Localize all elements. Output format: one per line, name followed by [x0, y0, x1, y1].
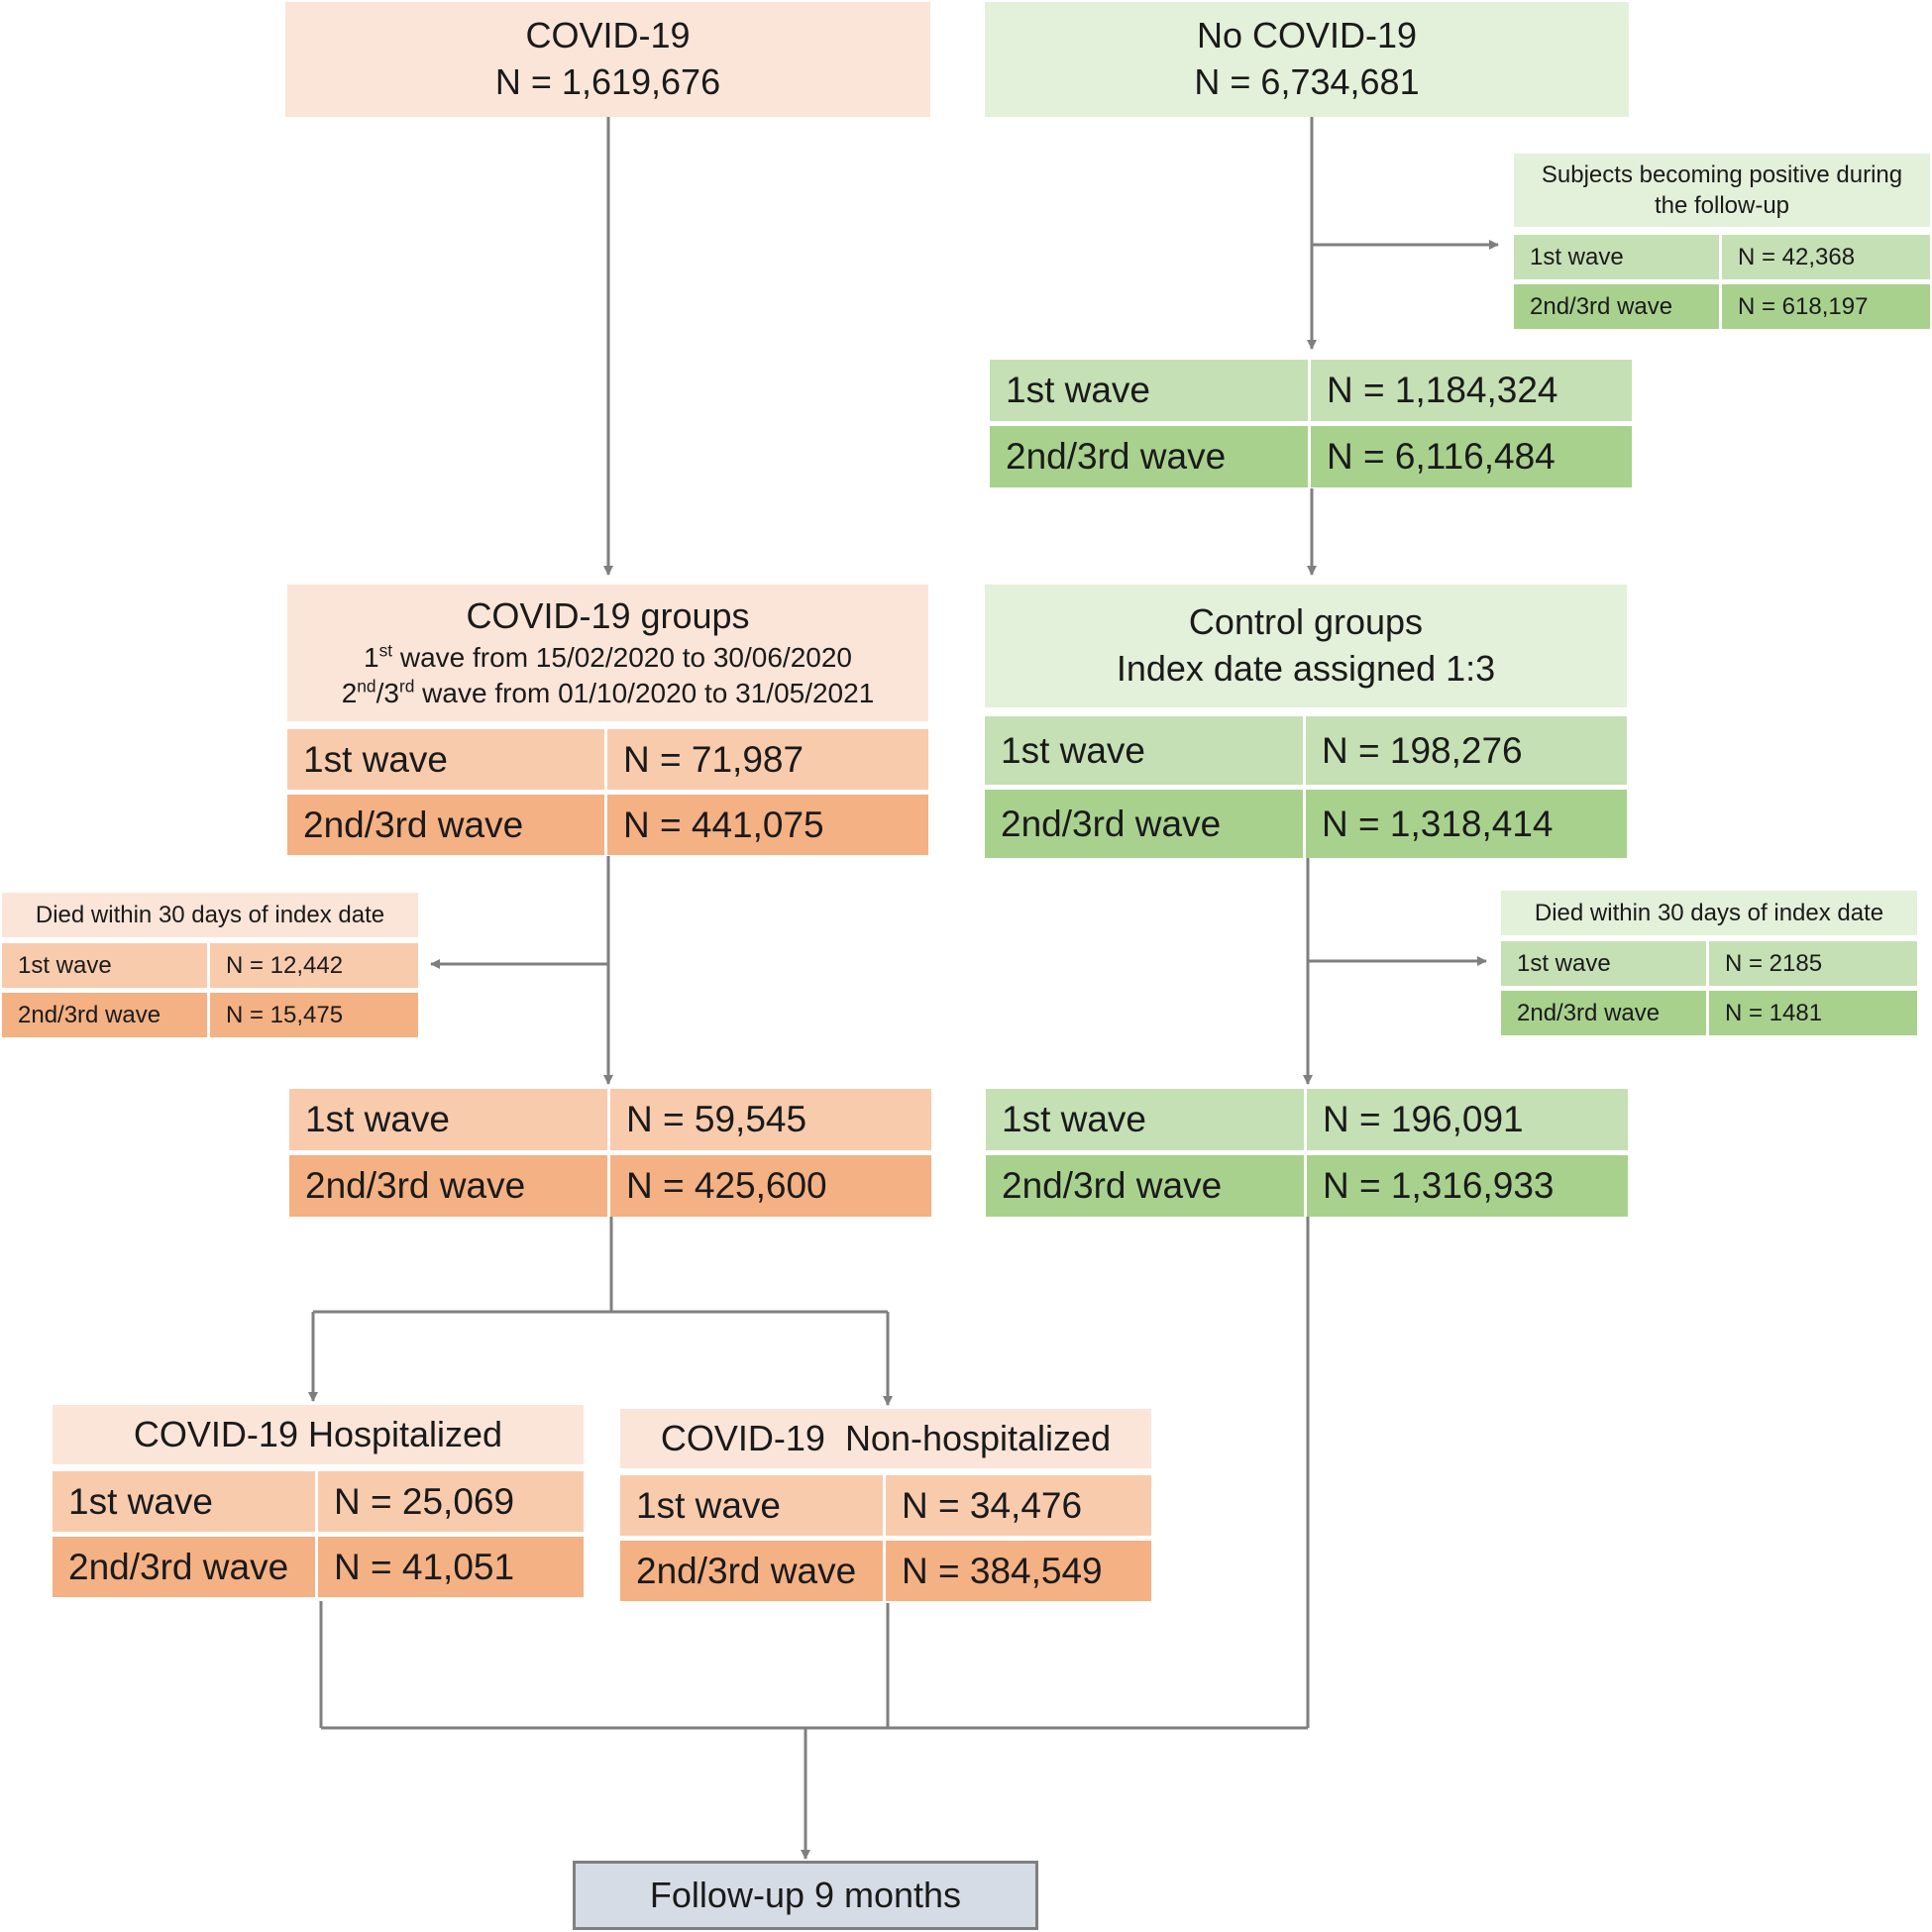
no-covid-waves-table: 1st wave N = 1,184,324 2nd/3rd wave N = … — [990, 355, 1632, 492]
non-hospitalized-table: 1st wave N = 34,476 2nd/3rd wave N = 384… — [620, 1470, 1151, 1606]
row-value: N = 2185 — [1709, 941, 1917, 986]
row-value: N = 425,600 — [610, 1155, 931, 1217]
row-value: N = 384,549 — [886, 1541, 1151, 1601]
control-groups-title: Control groups — [1188, 601, 1424, 643]
table-row: 2nd/3rd wave N = 15,475 — [2, 993, 418, 1037]
no-covid-box: No COVID-19 N = 6,734,681 — [985, 2, 1629, 117]
covid-groups-table: 1st wave N = 71,987 2nd/3rd wave N = 441… — [287, 724, 928, 860]
hospitalized-table: 1st wave N = 25,069 2nd/3rd wave N = 41,… — [53, 1466, 584, 1602]
row-label: 2nd/3rd wave — [1514, 284, 1722, 329]
row-label: 2nd/3rd wave — [990, 426, 1311, 487]
row-label: 1st wave — [1501, 941, 1709, 986]
control-groups-table: 1st wave N = 198,276 2nd/3rd wave N = 1,… — [985, 711, 1627, 863]
table-row: 1st wave N = 1,184,324 — [990, 360, 1632, 421]
row-label: 2nd/3rd wave — [2, 993, 210, 1037]
control-groups-subtitle: Index date assigned 1:3 — [1116, 648, 1496, 689]
row-value: N = 196,091 — [1307, 1089, 1628, 1150]
table-row: 2nd/3rd wave N = 6,116,484 — [990, 426, 1632, 487]
row-value: N = 198,276 — [1306, 716, 1627, 785]
table-row: 1st wave N = 196,091 — [986, 1089, 1628, 1150]
row-label: 1st wave — [990, 360, 1311, 421]
row-label: 1st wave — [986, 1089, 1307, 1150]
table-row: 2nd/3rd wave N = 1,318,414 — [985, 790, 1627, 858]
table-row: 2nd/3rd wave N = 41,051 — [53, 1537, 584, 1597]
row-value: N = 1481 — [1709, 991, 1917, 1035]
row-label: 2nd/3rd wave — [289, 1155, 610, 1217]
hospitalized-header: COVID-19 Hospitalized — [53, 1405, 584, 1464]
no-covid-title: No COVID-19 — [1196, 15, 1418, 56]
row-value: N = 34,476 — [886, 1475, 1151, 1536]
followup-title: Follow-up 9 months — [649, 1874, 962, 1915]
row-value: N = 1,318,414 — [1306, 790, 1627, 858]
covid-groups-title: COVID-19 groups — [466, 595, 750, 637]
non-hospitalized-header: COVID-19 Non-hospitalized — [620, 1409, 1151, 1468]
row-label: 2nd/3rd wave — [287, 795, 607, 855]
table-row: 1st wave N = 71,987 — [287, 729, 928, 790]
died-control-title: Died within 30 days of index date — [1534, 899, 1884, 926]
row-value: N = 1,184,324 — [1311, 360, 1632, 421]
row-value: N = 42,368 — [1722, 235, 1930, 279]
row-label: 1st wave — [2, 943, 210, 988]
row-value: N = 15,475 — [210, 993, 418, 1037]
split-line — [313, 1217, 888, 1314]
row-value: N = 1,316,933 — [1307, 1155, 1628, 1217]
table-row: 1st wave N = 2185 — [1501, 941, 1917, 986]
table-row: 2nd/3rd wave N = 618,197 — [1514, 284, 1930, 329]
row-value: N = 12,442 — [210, 943, 418, 988]
row-value: N = 25,069 — [318, 1471, 584, 1532]
row-label: 1st wave — [620, 1475, 886, 1536]
table-row: 2nd/3rd wave N = 1481 — [1501, 991, 1917, 1035]
table-row: 1st wave N = 12,442 — [2, 943, 418, 988]
row-label: 2nd/3rd wave — [985, 790, 1306, 858]
covid-groups-wave1-range: 1st wave from 15/02/2020 to 30/06/2020 — [364, 640, 852, 673]
covid-title: COVID-19 — [525, 15, 691, 56]
died-covid-title: Died within 30 days of index date — [35, 901, 385, 928]
row-label: 2nd/3rd wave — [986, 1155, 1307, 1217]
table-row: 2nd/3rd wave N = 441,075 — [287, 795, 928, 855]
row-value: N = 618,197 — [1722, 284, 1930, 329]
no-covid-count: N = 6,734,681 — [1194, 61, 1420, 102]
row-label: 1st wave — [287, 729, 607, 790]
row-value: N = 441,075 — [607, 795, 928, 855]
row-label: 1st wave — [985, 716, 1306, 785]
died-covid-table: 1st wave N = 12,442 2nd/3rd wave N = 15,… — [2, 938, 418, 1042]
died-control-table: 1st wave N = 2185 2nd/3rd wave N = 1481 — [1501, 936, 1917, 1040]
positive-followup-header: Subjects becoming positive during the fo… — [1514, 154, 1930, 227]
row-label: 1st wave — [1514, 235, 1722, 279]
table-row: 1st wave N = 25,069 — [53, 1471, 584, 1532]
control-groups-header: Control groups Index date assigned 1:3 — [985, 585, 1627, 707]
died-covid-header: Died within 30 days of index date — [2, 893, 418, 937]
row-value: N = 59,545 — [610, 1089, 931, 1150]
table-row: 2nd/3rd wave N = 384,549 — [620, 1541, 1151, 1601]
table-row: 2nd/3rd wave N = 1,316,933 — [986, 1155, 1628, 1217]
covid-after-table: 1st wave N = 59,545 2nd/3rd wave N = 425… — [289, 1084, 931, 1222]
table-row: 1st wave N = 198,276 — [985, 716, 1627, 785]
table-row: 1st wave N = 42,368 — [1514, 235, 1930, 279]
died-control-header: Died within 30 days of index date — [1501, 891, 1917, 935]
row-label: 2nd/3rd wave — [1501, 991, 1709, 1035]
table-row: 2nd/3rd wave N = 425,600 — [289, 1155, 931, 1217]
covid-groups-wave23-range: 2nd/3rd wave from 01/10/2020 to 31/05/20… — [341, 677, 875, 709]
row-label: 1st wave — [289, 1089, 610, 1150]
covid-groups-header: COVID-19 groups 1st wave from 15/02/2020… — [287, 585, 928, 721]
positive-followup-title: Subjects becoming positive during the fo… — [1541, 161, 1903, 219]
control-after-table: 1st wave N = 196,091 2nd/3rd wave N = 1,… — [986, 1084, 1628, 1222]
row-label: 2nd/3rd wave — [53, 1537, 318, 1597]
followup-box: Follow-up 9 months — [573, 1861, 1038, 1930]
row-label: 2nd/3rd wave — [620, 1541, 886, 1601]
row-value: N = 71,987 — [607, 729, 928, 790]
covid-count: N = 1,619,676 — [494, 61, 721, 102]
row-value: N = 41,051 — [318, 1537, 584, 1597]
covid-box: COVID-19 N = 1,619,676 — [285, 2, 930, 117]
table-row: 1st wave N = 34,476 — [620, 1475, 1151, 1536]
positive-followup-table: 1st wave N = 42,368 2nd/3rd wave N = 618… — [1514, 230, 1930, 334]
row-label: 1st wave — [53, 1471, 318, 1532]
non-hospitalized-title: COVID-19 Non-hospitalized — [660, 1417, 1112, 1458]
table-row: 1st wave N = 59,545 — [289, 1089, 931, 1150]
hospitalized-title: COVID-19 Hospitalized — [133, 1413, 503, 1454]
row-value: N = 6,116,484 — [1311, 426, 1632, 487]
